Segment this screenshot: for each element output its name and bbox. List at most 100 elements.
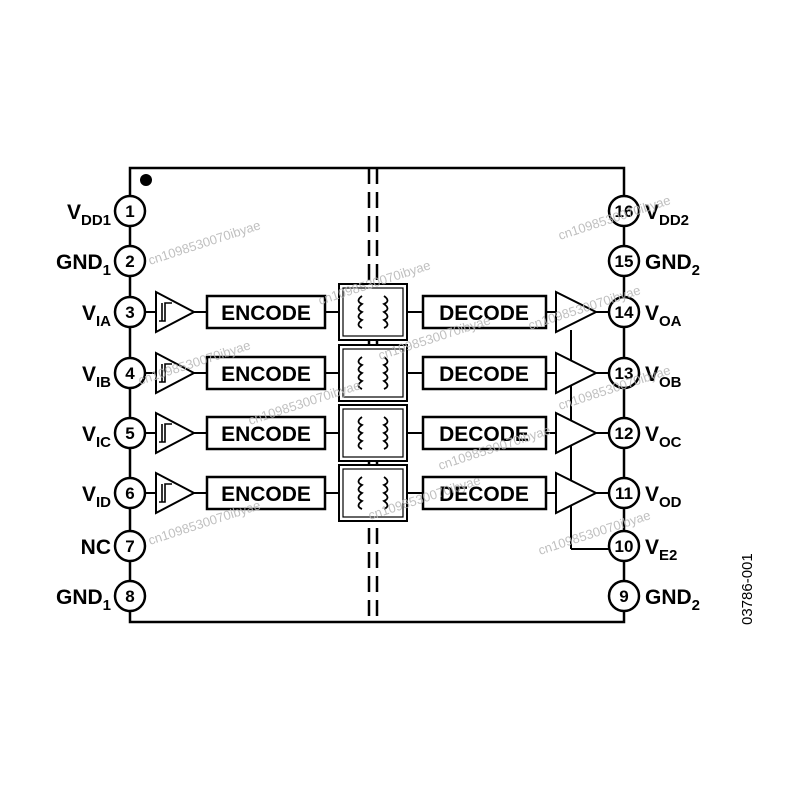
pin-5-label-sub: IC	[96, 434, 111, 451]
pin-7-number: 7	[125, 537, 134, 556]
pin-16-label-main: V	[645, 201, 659, 224]
decode-block	[421, 475, 548, 511]
pin-11-label: VOD	[645, 483, 682, 511]
pin-11-circle	[607, 476, 641, 510]
pin-15-circle	[607, 244, 641, 278]
pin-1-label: VDD1	[67, 201, 111, 229]
transformer-coil-secondary-icon	[382, 416, 389, 450]
encode-label: ENCODE	[221, 363, 311, 386]
pin-5-label-main: V	[82, 423, 96, 446]
pin-5-label: VIC	[82, 423, 111, 451]
pin-10-label-main: V	[645, 536, 659, 559]
pin-13-label-sub: OB	[659, 374, 682, 391]
pin-11-label-main: V	[645, 483, 659, 506]
pin-7-label: NC	[81, 536, 111, 559]
pin-4-circle	[113, 356, 147, 390]
pin-7-label-main: NC	[81, 536, 111, 559]
pin-13-circle	[607, 356, 641, 390]
pin-5-number: 5	[125, 424, 134, 443]
pin-13-label: VOB	[645, 363, 682, 391]
transformer-coil-secondary-icon	[382, 356, 389, 390]
pin-4-label-sub: IB	[96, 374, 111, 391]
pin-4-number: 4	[125, 364, 135, 383]
transformer-coil-primary-icon	[357, 356, 364, 390]
schmitt-trigger-icon	[159, 483, 172, 503]
output-driver-icon	[555, 351, 599, 395]
figure-code: 03786-001	[739, 553, 756, 625]
pin-10-label: VE2	[645, 536, 677, 564]
input-buffer-icon	[155, 290, 197, 334]
pin-11-number: 11	[615, 484, 633, 503]
pin-16-label-sub: DD2	[659, 212, 689, 229]
transformer-coil-primary-icon	[357, 476, 364, 510]
pin-9-label-sub: 2	[692, 597, 700, 614]
pin-6-label-sub: ID	[96, 494, 111, 511]
pin-9-number: 9	[619, 587, 628, 606]
pin-10-label-sub: E2	[659, 547, 677, 564]
transformer-coil-secondary-icon	[382, 476, 389, 510]
schmitt-trigger-icon	[159, 423, 172, 443]
output-driver-icon	[555, 471, 599, 515]
schmitt-trigger-icon	[159, 363, 172, 383]
pin-15-number: 15	[615, 252, 634, 271]
encode-block	[205, 415, 327, 451]
pin-15-label-main: GND	[645, 251, 692, 274]
pin-2-label-sub: 1	[103, 262, 111, 279]
decode-label: DECODE	[439, 302, 529, 325]
pin-2-number: 2	[125, 252, 134, 271]
channel-2: ENCODE DECODE	[145, 344, 609, 402]
decode-label: DECODE	[439, 423, 529, 446]
pin-9-label: GND2	[645, 586, 700, 614]
pin-15-label: GND2	[645, 251, 700, 279]
pin-13-number: 13	[615, 364, 634, 383]
pin-12-label: VOC	[645, 423, 682, 451]
pin-3-circle	[113, 295, 147, 329]
transformer-box	[338, 344, 408, 402]
pin-12-number: 12	[615, 424, 634, 443]
pin-8-number: 8	[125, 587, 134, 606]
pin-3-label-sub: IA	[96, 313, 111, 330]
channel-1: ENCODE DECODE	[145, 283, 609, 341]
pin-14-number: 14	[615, 303, 634, 322]
pin-6-circle	[113, 476, 147, 510]
pin-5-circle	[113, 416, 147, 450]
input-buffer-icon	[155, 411, 197, 455]
transformer-coil-primary-icon	[357, 416, 364, 450]
transformer-coil-primary-icon	[357, 295, 364, 329]
pin-13-label-main: V	[645, 363, 659, 386]
pin-7-circle	[113, 529, 147, 563]
pin-12-label-main: V	[645, 423, 659, 446]
pin-16-circle	[607, 194, 641, 228]
pin-14-circle	[607, 295, 641, 329]
pin-9-circle	[607, 579, 641, 613]
pin-14-label: VOA	[645, 302, 682, 330]
pin-10-number: 10	[615, 537, 634, 556]
pin-1-label-main: V	[67, 201, 81, 224]
pin-11-label-sub: OD	[659, 494, 682, 511]
pin-2-label-main: GND	[56, 251, 103, 274]
pin-14-label-sub: OA	[659, 313, 682, 330]
pin-8-circle	[113, 579, 147, 613]
pin1-indicator-dot	[140, 174, 152, 186]
pin-3-number: 3	[125, 303, 134, 322]
pin-15-label-sub: 2	[692, 262, 700, 279]
decode-label: DECODE	[439, 363, 529, 386]
watermark-text: cn1098530070ibyae	[146, 217, 262, 267]
transformer-box	[338, 464, 408, 522]
input-buffer-icon	[155, 471, 197, 515]
pin-8-label-sub: 1	[103, 597, 111, 614]
encode-block	[205, 294, 327, 330]
channel-3: ENCODE DECODE	[145, 404, 609, 462]
transformer-box	[338, 404, 408, 462]
pin-1-label-sub: DD1	[81, 212, 111, 229]
pin-12-circle	[607, 416, 641, 450]
transformer-coil-secondary-icon	[382, 295, 389, 329]
pin-8-label-main: GND	[56, 586, 103, 609]
input-buffer-icon	[155, 351, 197, 395]
encode-label: ENCODE	[221, 302, 311, 325]
pin-12-label-sub: OC	[659, 434, 682, 451]
encode-label: ENCODE	[221, 423, 311, 446]
